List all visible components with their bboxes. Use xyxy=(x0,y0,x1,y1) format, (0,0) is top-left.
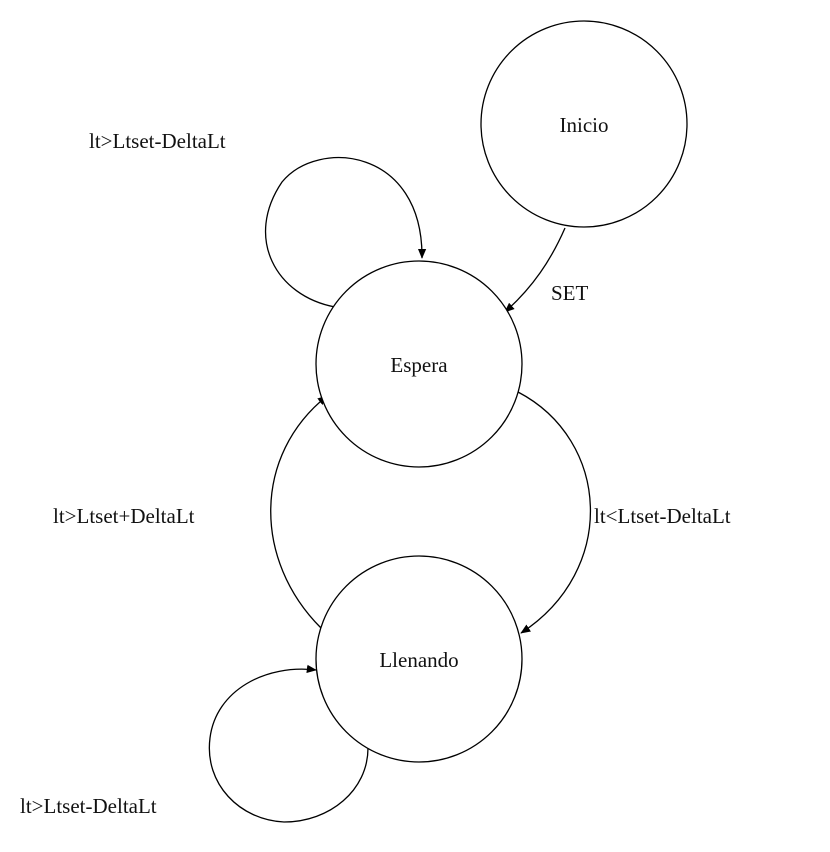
espera-to-llenando-label: lt<Ltset-DeltaLt xyxy=(594,504,731,528)
llenando-to-espera-edge xyxy=(270,395,328,629)
espera-self-loop-edge xyxy=(264,156,427,308)
espera-self-loop-label: lt>Ltset-DeltaLt xyxy=(89,129,226,153)
state-llenando: Llenando xyxy=(315,555,523,763)
state-espera: Espera xyxy=(315,260,523,468)
inicio-to-espera-edge xyxy=(504,227,566,313)
state-inicio-label: Inicio xyxy=(560,113,609,137)
llenando-to-espera-label: lt>Ltset+DeltaLt xyxy=(53,504,195,528)
llenando-self-loop-label: lt>Ltset-DeltaLt xyxy=(20,794,157,818)
espera-to-llenando-edge xyxy=(517,391,592,634)
state-espera-label: Espera xyxy=(390,353,448,377)
llenando-self-loop-edge xyxy=(208,664,369,823)
state-llenando-label: Llenando xyxy=(379,648,458,672)
inicio-to-espera-label: SET xyxy=(551,281,589,305)
state-inicio: Inicio xyxy=(480,20,688,228)
